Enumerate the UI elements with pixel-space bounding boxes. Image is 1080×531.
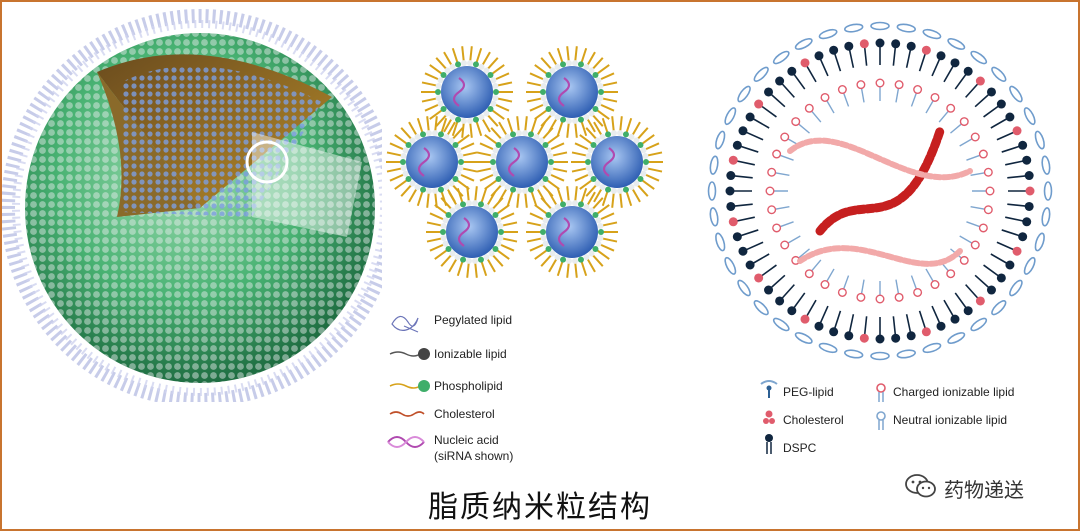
charged-ionizable-icon — [876, 383, 886, 402]
lnp-sphere-illustration — [2, 9, 382, 402]
legend-label-charged: Charged ionizable lipid — [893, 385, 1014, 399]
nanoparticle — [526, 46, 618, 138]
panel-b-legend: Pegylated lipid Ionizable lipid Phosphol… — [387, 313, 513, 463]
peg-lipid-icon — [760, 380, 778, 398]
legend-label-cholesterol-c: Cholesterol — [783, 413, 844, 427]
neutral-ionizable-icon — [876, 411, 886, 430]
dspc-icon — [765, 434, 773, 454]
nanoparticle — [421, 46, 513, 138]
legend-label-cholesterol: Cholesterol — [434, 407, 495, 421]
lnp-schematic-cross-section — [707, 21, 1053, 361]
legend-label-phospholipid: Phospholipid — [434, 379, 503, 393]
legend-label-dspc: DSPC — [783, 441, 817, 455]
nanoparticle — [571, 116, 663, 208]
nucleic-acid-icon — [387, 436, 425, 448]
legend-label-nucleic-line2: (siRNA shown) — [434, 449, 513, 463]
nanoparticle — [386, 116, 478, 208]
cholesterol-icon — [389, 411, 425, 417]
nanoparticle — [426, 186, 518, 278]
figure-caption: 脂质纳米粒结构 — [428, 490, 652, 525]
phospholipid-icon — [389, 380, 430, 392]
legend-label-ionizable: Ionizable lipid — [434, 347, 507, 361]
ionizable-lipid-icon — [389, 348, 430, 360]
wechat-watermark: 药物递送 — [904, 468, 1064, 504]
nanoparticle — [526, 186, 618, 278]
legend-label-neutral: Neutral ionizable lipid — [893, 413, 1007, 427]
legend-label-peg: PEG-lipid — [783, 385, 834, 399]
nanoparticle — [476, 116, 568, 208]
legend-label-pegylated: Pegylated lipid — [434, 313, 512, 327]
cholesterol-c-icon — [763, 410, 775, 424]
pegylated-lipid-icon — [391, 315, 419, 333]
watermark-text: 药物递送 — [944, 478, 1024, 502]
wechat-icon — [905, 474, 936, 498]
legend-label-nucleic-line1: Nucleic acid — [434, 433, 499, 447]
panel-c-legend: PEG-lipid Cholesterol DSPC Charged ioniz… — [760, 380, 1014, 455]
lnp-cluster-illustration — [386, 46, 663, 278]
